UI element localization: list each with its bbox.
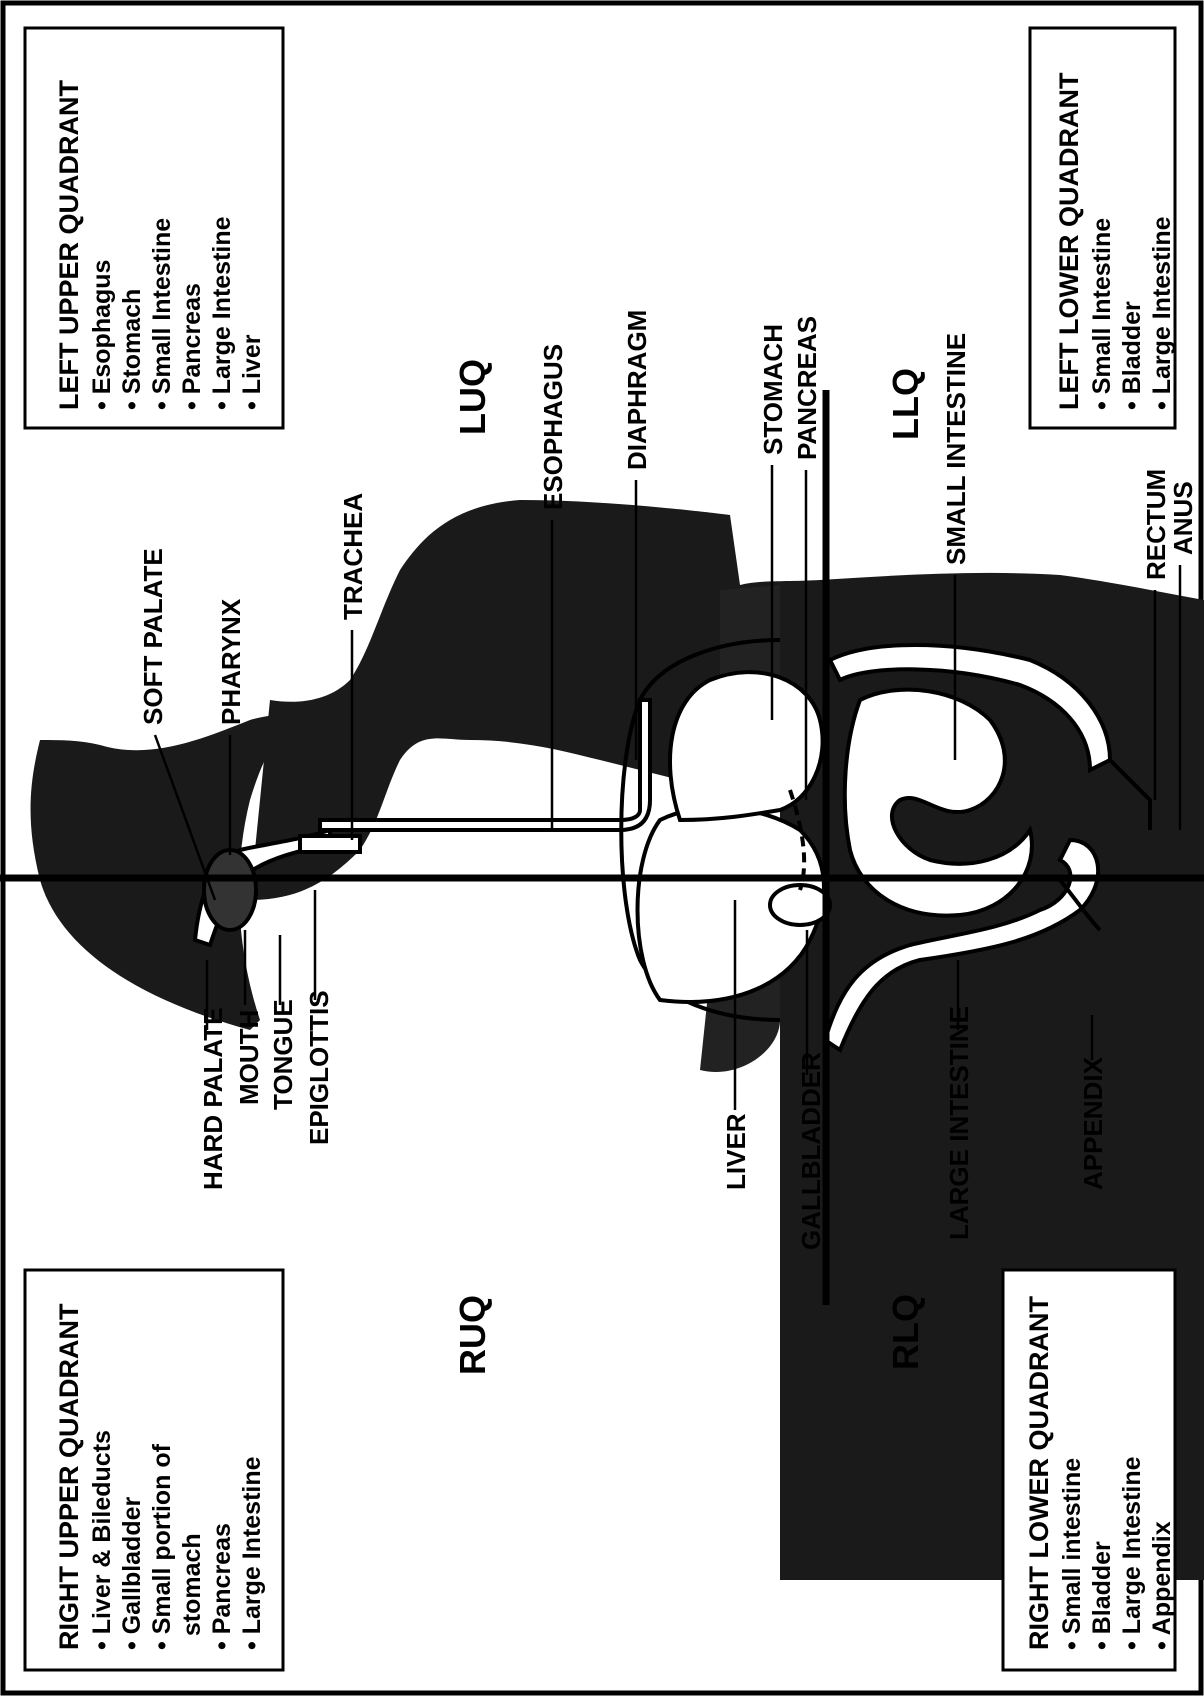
appendix-label: APPENDIX bbox=[1078, 1056, 1108, 1190]
ruq-box-title: RIGHT UPPER QUADRANT bbox=[54, 1303, 84, 1650]
anus-label: ANUS bbox=[1168, 481, 1198, 555]
stomach-shape bbox=[670, 672, 823, 820]
luq-item-5: • Large Intestine bbox=[208, 216, 236, 410]
rlq-item-1: • Small intestine bbox=[1058, 1458, 1086, 1650]
ruq-box: RIGHT UPPER QUADRANT • Liver & Bileducts… bbox=[25, 1270, 283, 1670]
ruq-item-3: • Small portion of bbox=[148, 1443, 176, 1650]
diaphragm-label: DIAPHRAGM bbox=[622, 310, 652, 470]
ruq-item-6: • Large Intestine bbox=[238, 1456, 266, 1650]
llq-item-2: • Bladder bbox=[1118, 301, 1146, 410]
luq-item-6: • Liver bbox=[238, 334, 266, 410]
rlq-box: RIGHT LOWER QUADRANT • Small intestine •… bbox=[1003, 1270, 1176, 1670]
hard-palate-label: HARD PALATE bbox=[198, 1008, 228, 1190]
ruq-item-2: • Gallbladder bbox=[118, 1496, 146, 1650]
liver-label: LIVER bbox=[721, 1113, 751, 1190]
llq-item-1: • Small Intestine bbox=[1088, 218, 1116, 410]
rlq-item-3: • Large Intestine bbox=[1118, 1456, 1146, 1650]
ruq-item-1: • Liver & Bileducts bbox=[88, 1430, 116, 1650]
mouth-label: MOUTH bbox=[234, 1010, 264, 1105]
gallbladder-shape bbox=[770, 885, 830, 925]
luq-item-4: • Pancreas bbox=[178, 283, 206, 410]
esophagus-label: ESOPHAGUS bbox=[538, 344, 568, 510]
soft-palate-label: SOFT PALATE bbox=[138, 548, 168, 725]
luq-item-2: • Stomach bbox=[118, 289, 146, 410]
small-intestine-top-label: SMALL INTESTINE bbox=[941, 333, 971, 565]
llq-label: LLQ bbox=[885, 368, 926, 440]
gallbladder-label: GALLBLADDER bbox=[796, 1052, 826, 1250]
rlq-box-title: RIGHT LOWER QUADRANT bbox=[1024, 1296, 1054, 1650]
ruq-item-4: stomach bbox=[178, 1533, 206, 1650]
pancreas-label: PANCREAS bbox=[792, 316, 822, 460]
rlq-label: RLQ bbox=[885, 1294, 926, 1370]
luq-item-1: • Esophagus bbox=[88, 260, 116, 410]
llq-box-title: LEFT LOWER QUADRANT bbox=[1054, 72, 1084, 410]
rlq-item-4: • Appendix bbox=[1148, 1521, 1176, 1650]
tongue-label: TONGUE bbox=[268, 999, 298, 1110]
pharynx-label: PHARYNX bbox=[216, 598, 246, 725]
llq-item-3: • Large Intestine bbox=[1148, 216, 1176, 410]
luq-box: LEFT UPPER QUADRANT • Esophagus • Stomac… bbox=[25, 28, 283, 428]
rlq-item-2: • Bladder bbox=[1088, 1541, 1116, 1650]
luq-label: LUQ bbox=[452, 359, 493, 435]
stomach-label: STOMACH bbox=[758, 324, 788, 455]
ruq-item-5: • Pancreas bbox=[208, 1523, 236, 1650]
ruq-label: RUQ bbox=[452, 1295, 493, 1375]
trachea-label: TRACHEA bbox=[338, 493, 368, 620]
epiglottis-label: EPIGLOTTIS bbox=[304, 990, 334, 1145]
rectum-label: RECTUM bbox=[1141, 469, 1171, 580]
large-intestine-label: LARGE INTESTINE bbox=[944, 1006, 974, 1240]
llq-box: LEFT LOWER QUADRANT • Small Intestine • … bbox=[1030, 28, 1176, 428]
luq-box-title: LEFT UPPER QUADRANT bbox=[54, 79, 84, 410]
luq-item-3: • Small Intestine bbox=[148, 218, 176, 410]
